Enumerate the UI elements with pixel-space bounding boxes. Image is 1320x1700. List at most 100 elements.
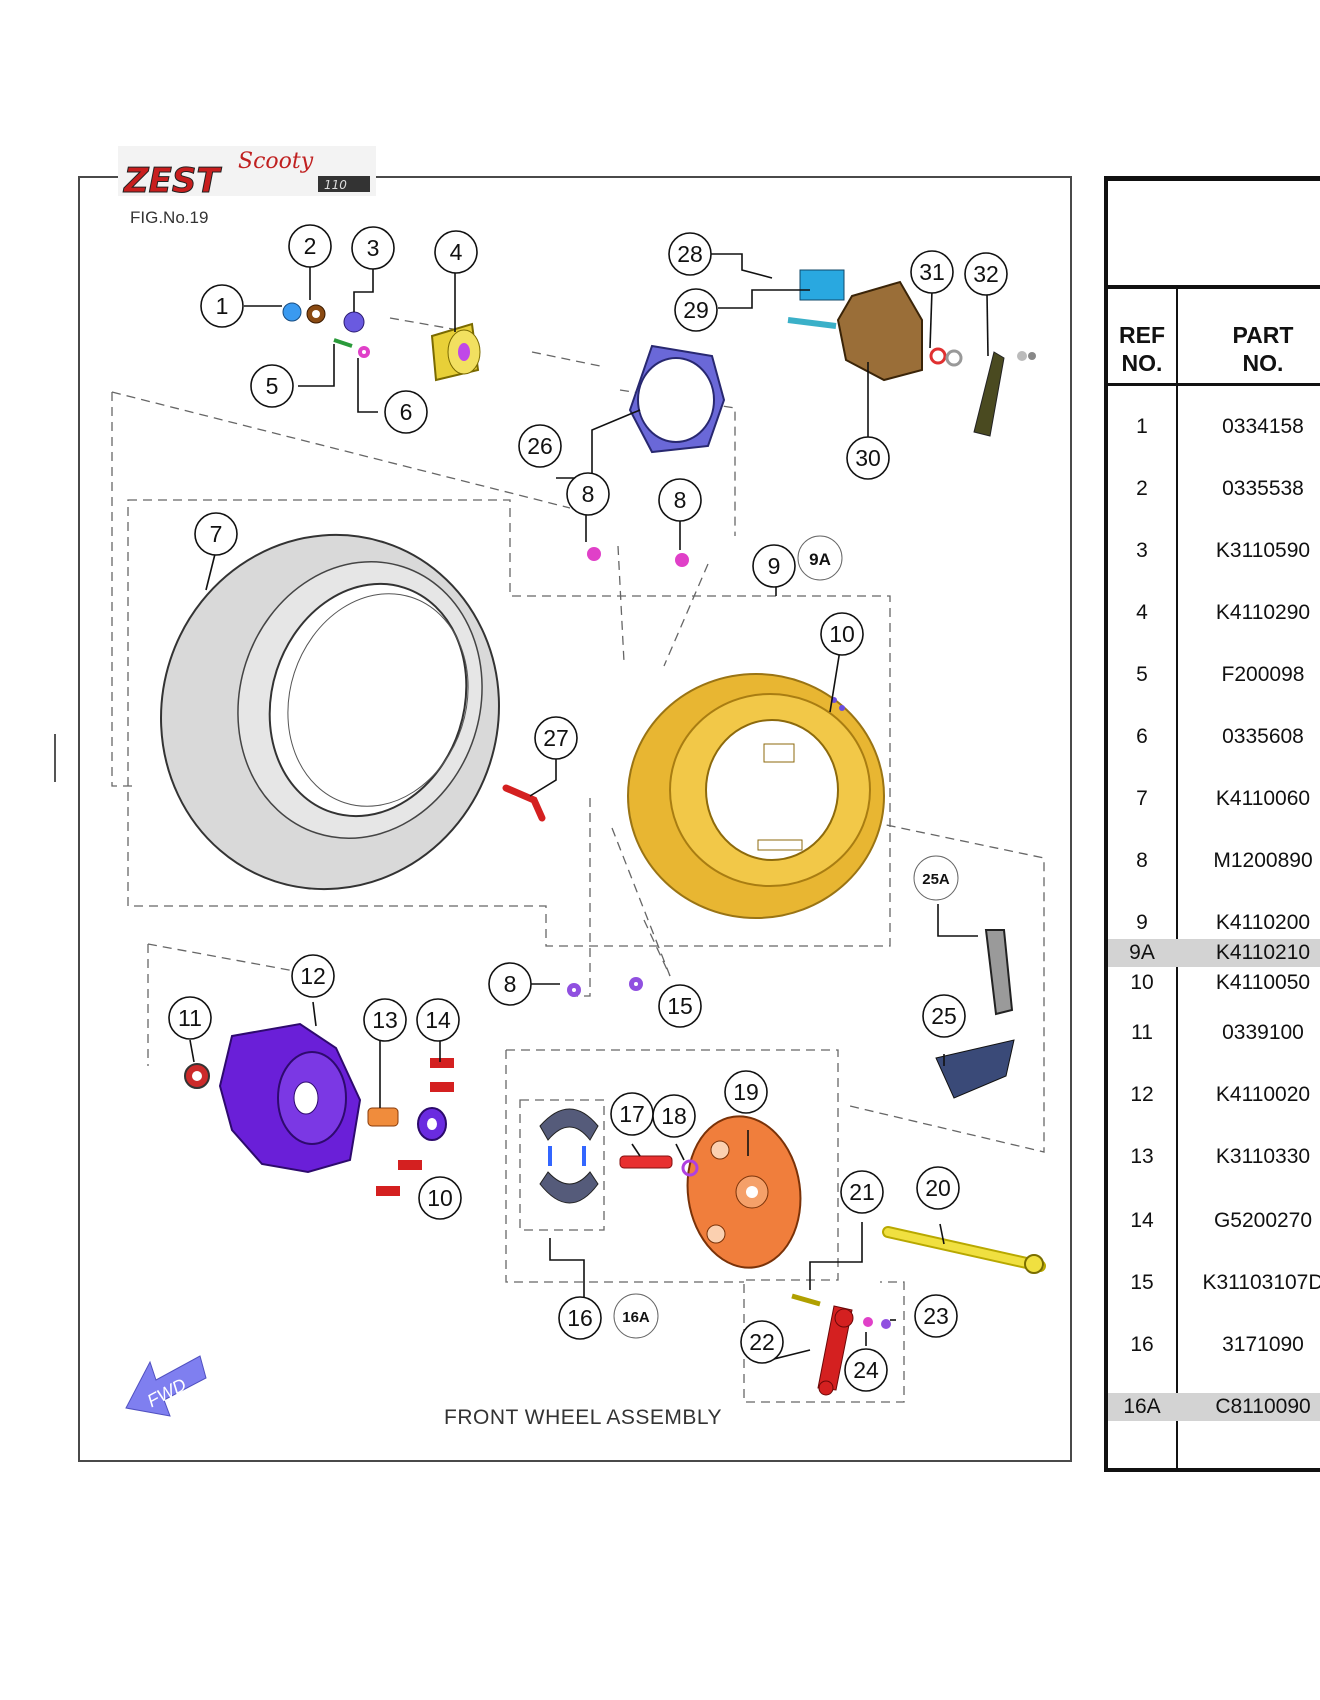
figure-number: FIG.No.19 <box>130 208 209 227</box>
header-part-line1: PART <box>1232 322 1294 348</box>
part-no-cell: K4110200 <box>1215 911 1311 934</box>
table-title-area <box>1108 181 1320 289</box>
header-ref-line2: NO. <box>1121 350 1163 376</box>
callout-8: 8 <box>566 472 610 516</box>
svg-text:4: 4 <box>450 239 463 265</box>
svg-text:27: 27 <box>543 725 569 751</box>
svg-text:12: 12 <box>300 963 326 989</box>
ref-no-cell: 12 <box>1130 1083 1154 1106</box>
part-no-cell: 3171090 <box>1222 1333 1304 1356</box>
svg-text:21: 21 <box>849 1179 875 1205</box>
ref-no-cell: 4 <box>1136 601 1148 624</box>
callout-2: 2 <box>288 224 332 268</box>
callout-10: 10 <box>820 612 864 656</box>
svg-text:31: 31 <box>919 259 945 285</box>
svg-text:22: 22 <box>749 1329 775 1355</box>
callout-10: 10 <box>418 1176 462 1220</box>
table-row: 3 K3110590 <box>1108 537 1320 565</box>
svg-text:20: 20 <box>925 1175 951 1201</box>
callout-13: 13 <box>363 998 407 1042</box>
svg-text:16: 16 <box>567 1305 593 1331</box>
part-no-cell: K4110210 <box>1215 941 1311 964</box>
ref-no-cell: 3 <box>1136 539 1148 562</box>
svg-text:30: 30 <box>855 445 881 471</box>
callout-1: 1 <box>200 284 244 328</box>
ref-no-cell: 9 <box>1136 911 1148 934</box>
forward-arrow-icon: FWD <box>125 1355 207 1417</box>
callout-22: 22 <box>740 1320 784 1364</box>
brake-arm <box>791 1293 891 1396</box>
callout-17: 17 <box>610 1092 654 1136</box>
callout-25: 25 <box>922 994 966 1038</box>
ref-no-cell: 8 <box>1136 849 1148 872</box>
callout-18: 18 <box>652 1094 696 1138</box>
svg-text:5: 5 <box>266 373 279 399</box>
svg-text:7: 7 <box>210 521 223 547</box>
brake-panel-assembly <box>787 269 1036 437</box>
callout-8: 8 <box>488 962 532 1006</box>
svg-text:8: 8 <box>582 481 595 507</box>
ref-no-cell: 11 <box>1131 1021 1153 1044</box>
part-no-cell: 0335608 <box>1222 725 1304 748</box>
table-row: 13 K3110330 <box>1108 1143 1320 1171</box>
callout-12: 12 <box>291 954 335 998</box>
ref-no-cell: 13 <box>1130 1145 1154 1168</box>
part-no-cell: M1200890 <box>1213 849 1313 872</box>
callout-31: 31 <box>910 250 954 294</box>
tyre <box>160 533 500 891</box>
part-no-cell: K3110330 <box>1215 1145 1311 1168</box>
header-ref-line1: REF <box>1119 322 1165 348</box>
callout-7: 7 <box>194 512 238 556</box>
svg-text:1: 1 <box>216 293 229 319</box>
small-fasteners <box>282 302 370 358</box>
callout-16a: 16A <box>613 1293 659 1339</box>
exploded-diagram: FWD <box>111 224 1046 1417</box>
svg-text:24: 24 <box>853 1357 879 1383</box>
ref-no-cell: 16A <box>1123 1395 1161 1418</box>
part-no-cell: K4110060 <box>1215 787 1311 810</box>
callout-19: 19 <box>724 1070 768 1114</box>
hub <box>184 1022 362 1174</box>
callout-27: 27 <box>534 716 578 760</box>
callout-4: 4 <box>434 230 478 274</box>
callout-15: 15 <box>658 984 702 1028</box>
speedo-drive-ring <box>628 344 726 454</box>
callout-30: 30 <box>846 436 890 480</box>
table-row: 6 0335608 <box>1108 723 1320 751</box>
svg-text:25A: 25A <box>922 871 950 888</box>
svg-text:8: 8 <box>504 971 517 997</box>
svg-text:6: 6 <box>400 399 413 425</box>
ref-no-cell: 6 <box>1136 725 1148 748</box>
callout-20: 20 <box>916 1166 960 1210</box>
ref-no-cell: 9A <box>1129 941 1155 964</box>
table-row: 4 K4110290 <box>1108 599 1320 627</box>
brake-cam-and-axle <box>619 1155 1046 1274</box>
svg-text:110: 110 <box>324 178 347 192</box>
svg-text:32: 32 <box>973 261 999 287</box>
header-part-no: PART NO. <box>1178 321 1320 377</box>
callout-28: 28 <box>668 232 712 276</box>
svg-text:9A: 9A <box>809 550 831 569</box>
part-no-cell: K3110590 <box>1215 539 1311 562</box>
callout-32: 32 <box>964 252 1008 296</box>
callout-29: 29 <box>674 288 718 332</box>
tyre-valve <box>502 784 546 822</box>
table-row: 9A K4110210 <box>1108 939 1320 967</box>
rim <box>627 673 885 919</box>
svg-text:3: 3 <box>367 235 380 261</box>
svg-text:29: 29 <box>683 297 709 323</box>
table-row: 8 M1200890 <box>1108 847 1320 875</box>
svg-text:2: 2 <box>304 233 317 259</box>
ref-no-cell: 5 <box>1136 663 1148 686</box>
ref-no-cell: 1 <box>1136 415 1148 438</box>
part-no-cell: F200098 <box>1221 663 1305 686</box>
svg-text:14: 14 <box>425 1007 451 1033</box>
part-no-cell: K4110290 <box>1215 601 1311 624</box>
callout-9: 9 <box>752 544 796 588</box>
